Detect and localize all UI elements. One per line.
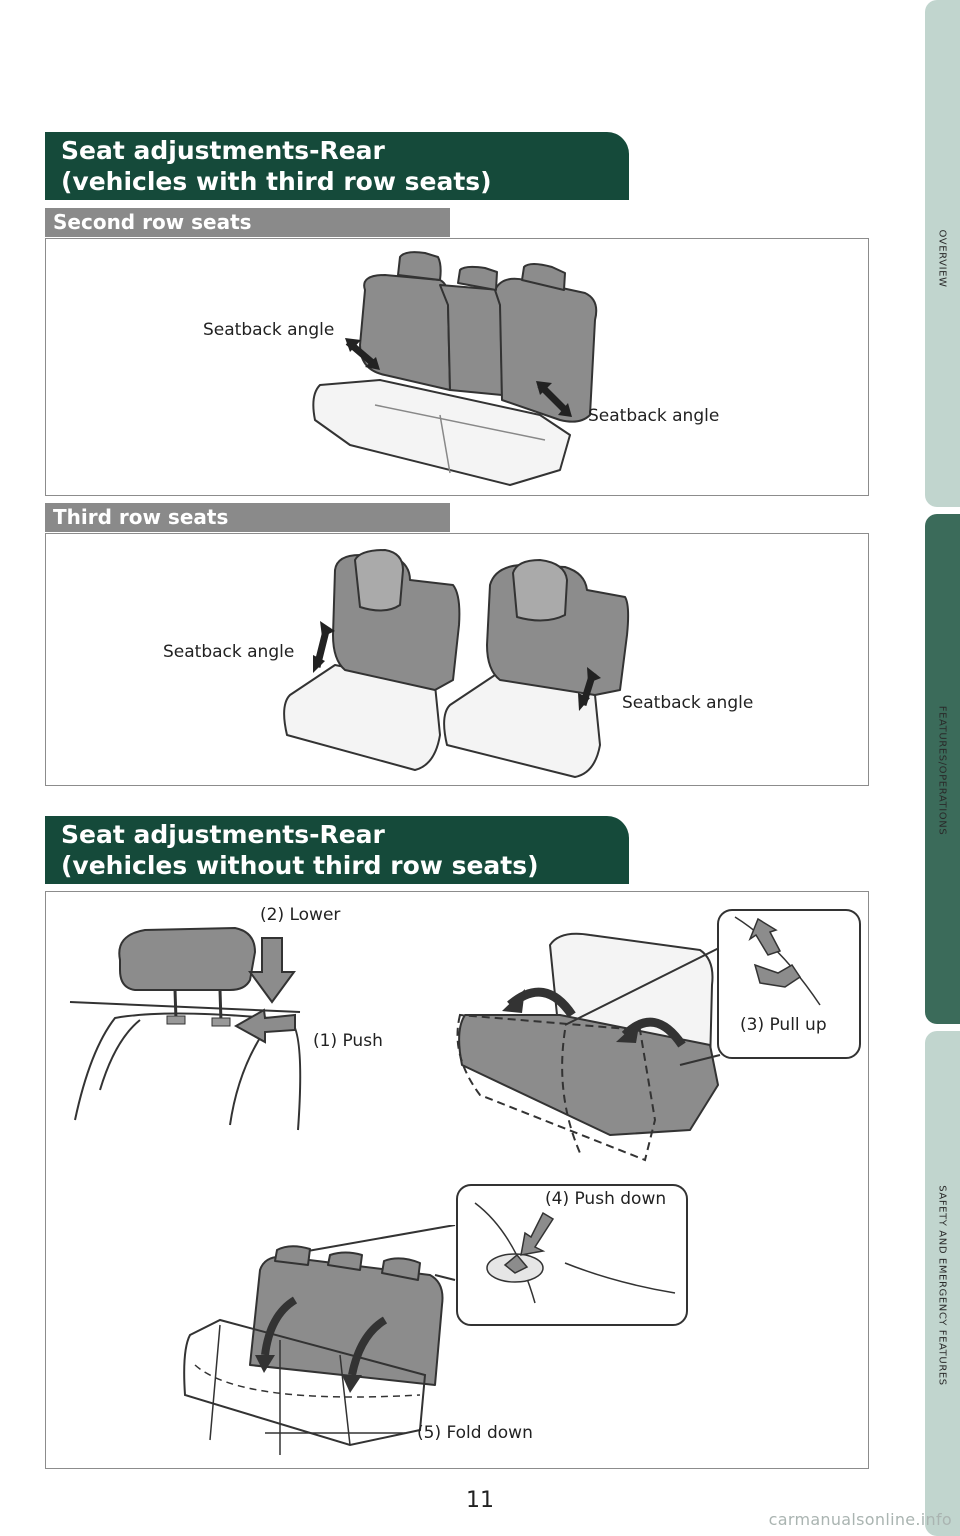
section-header-with-third-row: Seat adjustments-Rear (vehicles with thi… bbox=[45, 132, 629, 200]
tab-label-features: FEATURES/OPERATIONS bbox=[937, 706, 948, 836]
section-title-line2: (vehicles without third row seats) bbox=[61, 850, 629, 881]
section-title-line2: (vehicles with third row seats) bbox=[61, 166, 629, 197]
tab-label-safety: SAFETY AND EMERGENCY FEATURES bbox=[937, 1185, 948, 1385]
tab-label-overview: OVERVIEW bbox=[937, 229, 948, 287]
third-row-seat-illustration bbox=[275, 545, 635, 780]
section-title-line1: Seat adjustments-Rear bbox=[61, 819, 629, 850]
fold-down-seat-illustration bbox=[180, 1225, 465, 1455]
step-push-down-label: (4) Push down bbox=[545, 1189, 666, 1209]
step-lower-label: (2) Lower bbox=[260, 905, 340, 925]
step-pull-up-label: (3) Pull up bbox=[740, 1015, 827, 1035]
third-row-label-right: Seatback angle bbox=[622, 693, 753, 713]
pull-up-seat-illustration bbox=[450, 905, 865, 1165]
section-title-line1: Seat adjustments-Rear bbox=[61, 135, 629, 166]
section-header-without-third-row: Seat adjustments-Rear (vehicles without … bbox=[45, 816, 629, 884]
second-row-label-right: Seatback angle bbox=[588, 406, 719, 426]
headrest-illustration bbox=[60, 920, 320, 1140]
step-fold-down-label: (5) Fold down bbox=[417, 1423, 533, 1443]
step-push-label: (1) Push bbox=[313, 1031, 383, 1051]
third-row-heading: Third row seats bbox=[45, 503, 450, 532]
third-row-label-left: Seatback angle bbox=[163, 642, 294, 662]
second-row-heading: Second row seats bbox=[45, 208, 450, 237]
second-row-label-left: Seatback angle bbox=[203, 320, 334, 340]
second-row-seat-illustration bbox=[290, 245, 620, 490]
watermark: carmanualsonline.info bbox=[769, 1510, 952, 1529]
